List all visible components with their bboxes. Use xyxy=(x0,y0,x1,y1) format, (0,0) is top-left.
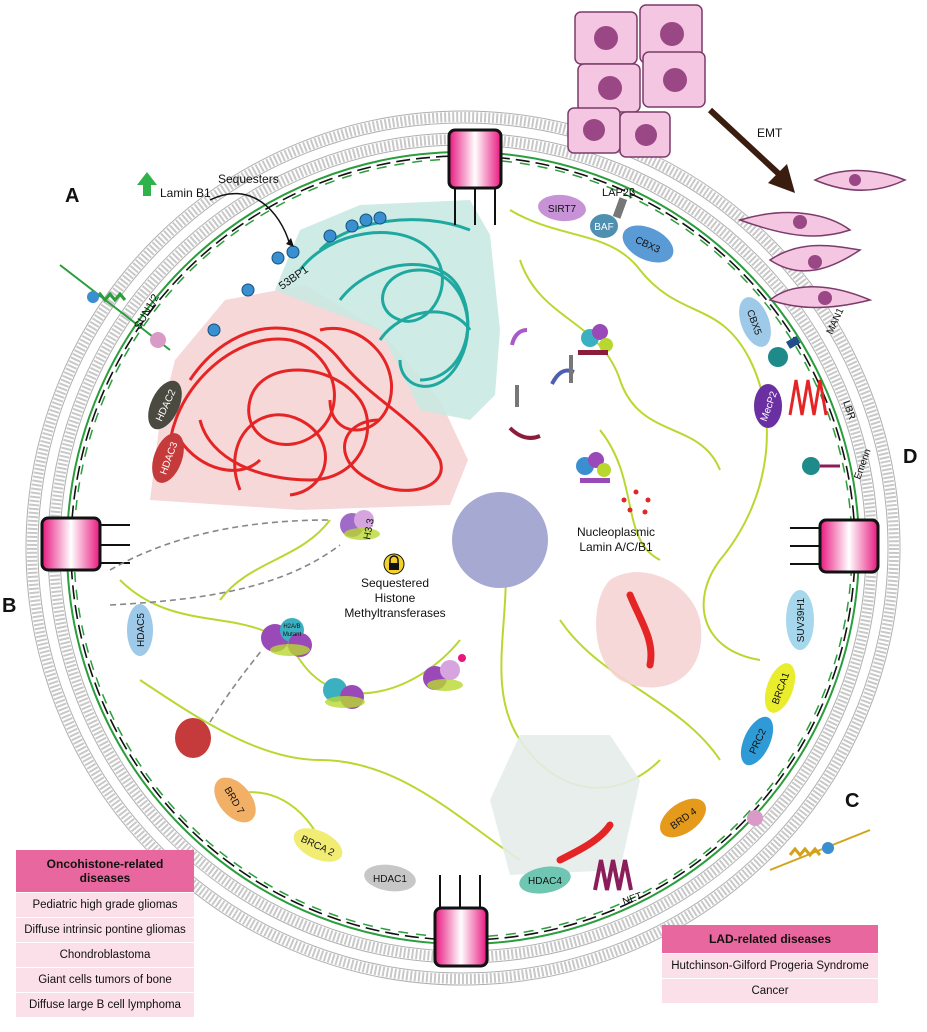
mesenchymal-cells xyxy=(737,169,907,309)
protein-prc2: PRC2 xyxy=(740,716,774,766)
sequestered-label: Sequestered xyxy=(361,576,429,590)
nucleoplasmic-lamin-dots xyxy=(621,489,651,515)
table-row: Chondroblastoma xyxy=(16,942,194,968)
53bp1-beads xyxy=(207,211,387,337)
protein-hdac4: HDAC4 xyxy=(519,866,571,894)
svg-text:HDAC4: HDAC4 xyxy=(528,876,562,887)
protein-hdac1: HDAC1 xyxy=(364,864,416,892)
epithelial-nuclei xyxy=(583,22,687,146)
sun-nesprin-complex-left xyxy=(59,264,171,351)
segment-gray-1 xyxy=(569,355,573,383)
protein-hdac2: HDAC2 xyxy=(148,380,182,430)
protein-h2ab-mutant: H2A/B Mutant xyxy=(283,624,302,638)
nucleosome-h33 xyxy=(340,510,380,540)
protein-brd4: BRD 4 xyxy=(660,798,706,838)
red-chromatin-fiber xyxy=(167,326,443,497)
protein-brd7: BRD 7 xyxy=(214,777,256,823)
protein-cbx5: CBX5 xyxy=(739,297,771,347)
table-row: Giant cells tumors of bone xyxy=(16,967,194,993)
panel-letter-d: D xyxy=(903,446,917,468)
emt-arrowhead xyxy=(768,164,795,193)
lad-table-title: LAD-related diseases xyxy=(662,925,878,954)
epithelial-cells xyxy=(567,4,706,158)
emt-arrow-shaft xyxy=(707,107,783,178)
panel-letter-a: A xyxy=(65,185,79,207)
sun-nesprin-complex-right xyxy=(747,810,871,871)
segment-gray-2 xyxy=(515,385,519,407)
svg-text:SIRT7: SIRT7 xyxy=(548,204,577,215)
nuclear-pore-bottom xyxy=(433,875,489,968)
svg-text:Mutant: Mutant xyxy=(283,632,302,638)
svg-text:H3.3: H3.3 xyxy=(362,517,377,540)
methyltransferases-label: Methyltransferases xyxy=(344,606,445,620)
oncohistone-diseases-table: Oncohistone-related diseases Pediatric h… xyxy=(16,850,194,1018)
lock-icon xyxy=(383,553,405,575)
nucleosome-right xyxy=(423,654,466,691)
transcription-complex-lower xyxy=(576,452,611,483)
nuclear-pore-right xyxy=(790,518,880,574)
svg-text:HDAC5: HDAC5 xyxy=(136,613,147,647)
protein-cbx3: CBX3 xyxy=(622,225,674,263)
dashed-arrows xyxy=(109,519,341,723)
emt-label: EMT xyxy=(757,126,783,140)
mesenchymal-nuclei xyxy=(793,174,861,305)
protein-lap2b: LAP2β xyxy=(602,187,635,219)
panel-letter-c: C xyxy=(845,790,859,812)
protein-hdac5: HDAC5 xyxy=(127,604,153,656)
transcription-complex-upper xyxy=(578,324,613,355)
protein-suv39h1: SUV39H1 xyxy=(786,590,814,650)
lamin-acb1-label: Lamin A/C/B1 xyxy=(579,540,653,554)
panel-letter-b: B xyxy=(2,595,16,617)
protein-hdac3: HDAC3 xyxy=(152,433,184,483)
lamin-b1-up-arrow xyxy=(137,172,157,196)
nucleoplasmic-label: Nucleoplasmic xyxy=(577,525,655,539)
red-lad-fiber-right xyxy=(626,591,655,669)
nuclear-pore-top xyxy=(447,128,503,225)
segment-maroon xyxy=(508,426,541,440)
lad-domain-bottom xyxy=(490,735,640,875)
table-row: Hutchinson-Gilford Progeria Syndrome xyxy=(662,953,878,979)
svg-text:HDAC1: HDAC1 xyxy=(373,874,407,885)
svg-text:LBR: LBR xyxy=(840,399,857,421)
nucleosome-mutant xyxy=(261,618,312,657)
svg-text:H2A/B: H2A/B xyxy=(283,624,300,630)
protein-sirt7: SIRT7 xyxy=(538,194,586,222)
lad-diseases-table: LAD-related diseases Hutchinson-Gilford … xyxy=(662,925,878,1004)
protein-red-blob xyxy=(175,718,211,758)
protein-brca1: BRCA1 xyxy=(764,663,796,713)
svg-text:MAN1: MAN1 xyxy=(825,306,847,336)
svg-text:BAF: BAF xyxy=(594,222,613,233)
svg-text:LAP2β: LAP2β xyxy=(602,187,635,199)
histone-label: Histone xyxy=(375,591,416,605)
segment-purple xyxy=(510,328,528,346)
nuclear-pore-left xyxy=(40,516,130,572)
nucleolus xyxy=(452,492,548,588)
sequesters-arrow xyxy=(209,192,291,246)
red-lad-fiber-bottom xyxy=(556,821,614,864)
sequesters-label: Sequesters xyxy=(218,172,279,186)
table-row: Diffuse intrinsic pontine gliomas xyxy=(16,917,194,943)
svg-text:SUV39H1: SUV39H1 xyxy=(796,597,807,642)
sequesters-arrowhead xyxy=(286,238,294,247)
table-row: Pediatric high grade gliomas xyxy=(16,892,194,918)
nucleosome-middle xyxy=(323,678,365,709)
table-row: Diffuse large B cell lymphoma xyxy=(16,992,194,1018)
protein-mecp2: MecP2 xyxy=(754,384,782,428)
lamin-b1-label: Lamin B1 xyxy=(160,186,211,200)
table-row: Cancer xyxy=(662,978,878,1004)
protein-brca2: BRCA 2 xyxy=(293,828,343,862)
oncohistone-table-title: Oncohistone-related diseases xyxy=(16,850,194,893)
protein-baf: BAF xyxy=(590,214,618,238)
protein-h33: H3.3 xyxy=(362,517,377,540)
